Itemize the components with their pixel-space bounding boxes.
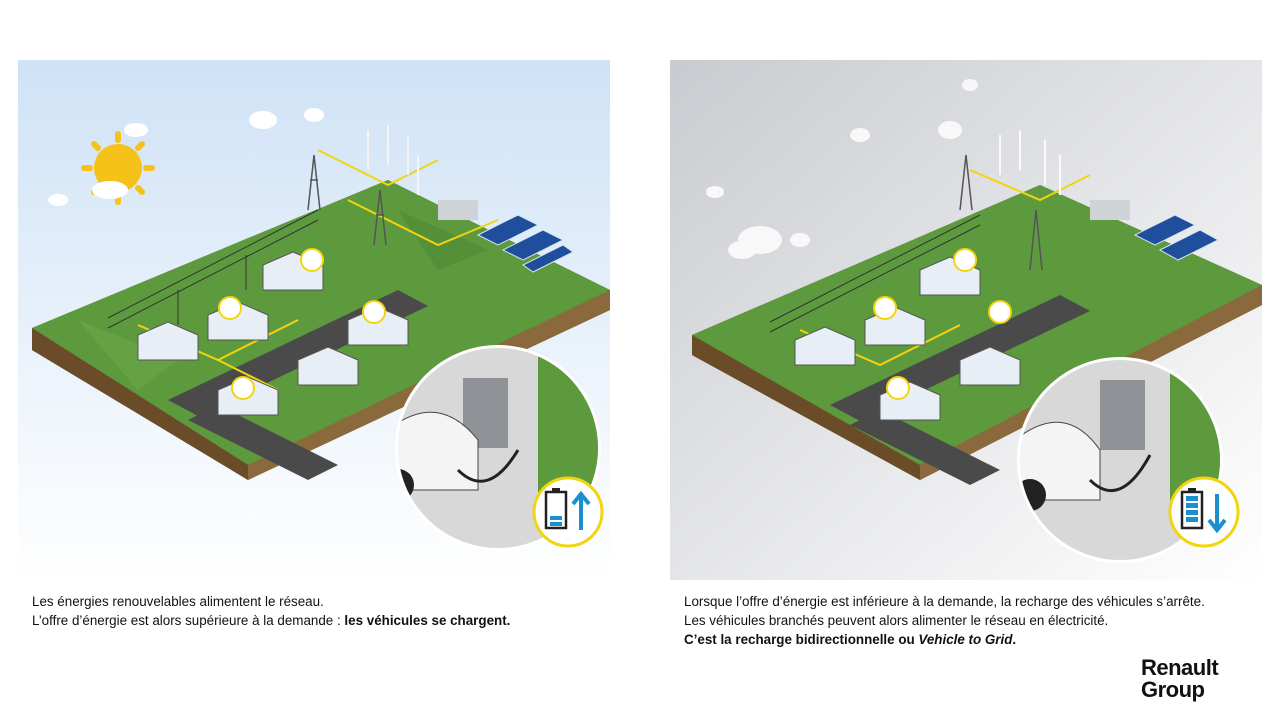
solar-panel-icon bbox=[1133, 214, 1220, 261]
caption-line-1: Lorsque l’offre d’énergie est inférieure… bbox=[684, 594, 1205, 609]
grid-flow bbox=[137, 149, 499, 391]
caption-line-2-prefix: L’offre d’énergie est alors supérieure à… bbox=[32, 613, 345, 628]
battery-badge-icon bbox=[218, 248, 386, 400]
cloud-icon bbox=[48, 108, 324, 206]
panel-charging: Les énergies renouvelables alimentent le… bbox=[18, 60, 610, 658]
battery-badge-icon bbox=[873, 248, 1012, 400]
power-line bbox=[769, 214, 981, 333]
zoom-circle bbox=[1017, 357, 1223, 563]
zoom-circle bbox=[395, 345, 601, 551]
caption-line-3-term: Vehicle to Grid bbox=[918, 632, 1013, 647]
caption-vehicle-to-grid: Lorsque l’offre d’énergie est inférieure… bbox=[684, 592, 1254, 649]
panel-vehicle-to-grid: Lorsque l’offre d’énergie est inférieure… bbox=[670, 60, 1262, 658]
brand-logo: Renault Group bbox=[1141, 657, 1261, 701]
pylon-icon bbox=[959, 154, 1043, 271]
pylon-icon bbox=[307, 154, 387, 246]
wind-turbine-icon bbox=[367, 125, 419, 195]
battery-charging-up-icon bbox=[532, 476, 604, 548]
caption-line-2-emphasis: les véhicules se chargent. bbox=[344, 613, 511, 628]
battery-discharging-down-icon bbox=[1168, 476, 1240, 548]
brand-logo-line-1: Renault bbox=[1141, 655, 1219, 680]
wallbox bbox=[1100, 380, 1145, 450]
wind-turbine-icon bbox=[999, 130, 1061, 195]
power-line bbox=[107, 209, 319, 329]
illustration-vehicle-to-grid bbox=[670, 60, 1262, 580]
caption-line-3-end: . bbox=[1012, 632, 1017, 647]
caption-charging: Les énergies renouvelables alimentent le… bbox=[32, 592, 602, 630]
caption-line-3-lead: C’est la recharge bidirectionnelle ou bbox=[684, 632, 919, 647]
sun-icon bbox=[81, 123, 155, 205]
caption-line-2: L’offre d’énergie est alors supérieure à… bbox=[32, 611, 602, 630]
brand-logo-line-2: Group bbox=[1141, 677, 1205, 702]
cloud-icon bbox=[706, 79, 978, 259]
caption-line-3: C’est la recharge bidirectionnelle ou Ve… bbox=[684, 630, 1254, 649]
battery-storage bbox=[1090, 200, 1130, 220]
caption-line-1: Les énergies renouvelables alimentent le… bbox=[32, 594, 324, 609]
solar-panel-icon bbox=[476, 214, 574, 273]
car bbox=[398, 411, 479, 491]
caption-line-2: Les véhicules branchés peuvent alors ali… bbox=[684, 613, 1109, 628]
battery-storage bbox=[438, 200, 478, 220]
illustration-charging bbox=[18, 60, 610, 580]
